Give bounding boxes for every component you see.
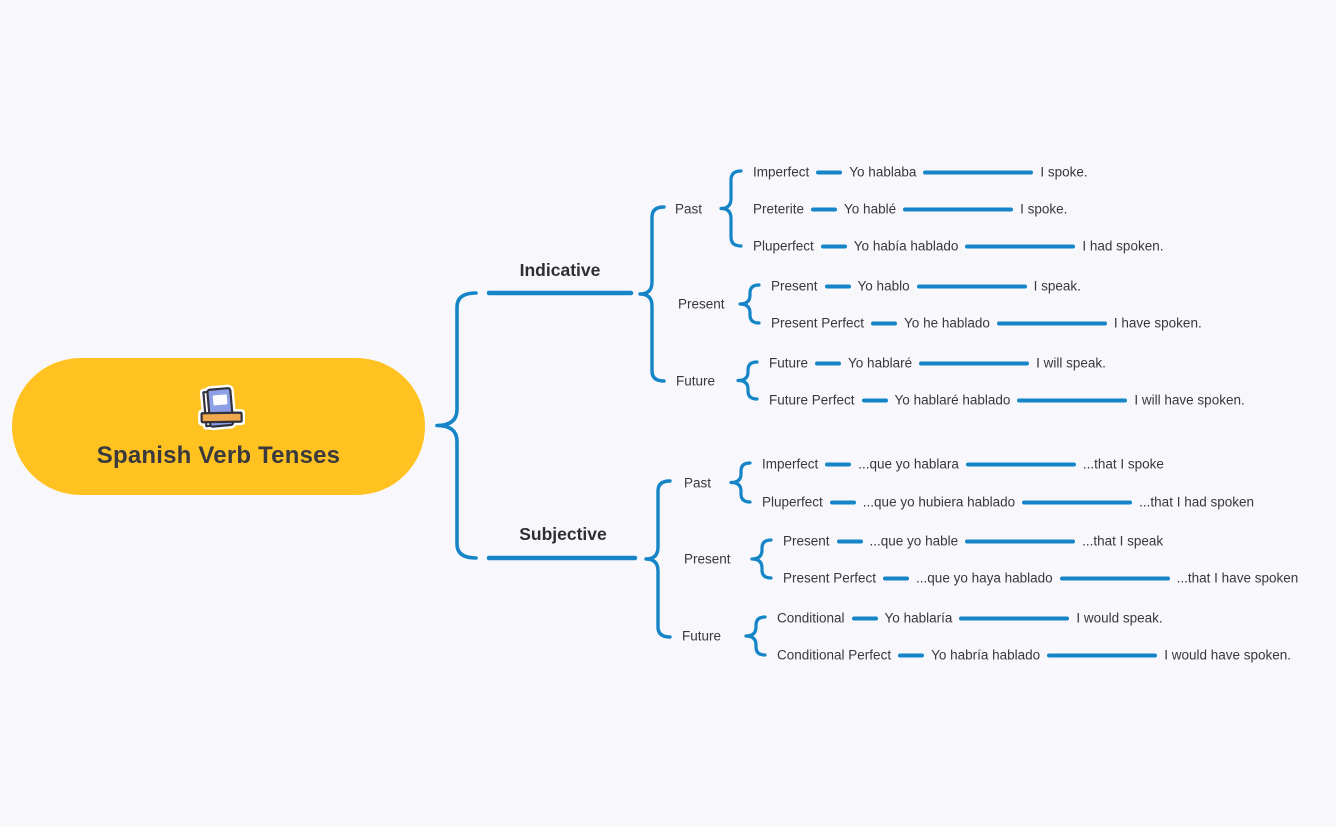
connector-long bbox=[923, 170, 1034, 174]
tense-label: Present Perfect bbox=[783, 570, 877, 586]
spanish-phrase: ...que yo hable bbox=[869, 533, 959, 549]
connector-short bbox=[861, 398, 888, 402]
tense-row-present-perfect-subjective[interactable]: Present Perfect ...que yo haya hablado .… bbox=[783, 571, 1298, 586]
spanish-phrase: Yo hablaré bbox=[848, 355, 913, 371]
tense-label: Pluperfect bbox=[753, 238, 814, 254]
english-translation: I will have spoken. bbox=[1134, 392, 1245, 408]
tense-row-present-subjective[interactable]: Present ...que yo hable ...that I speak bbox=[783, 534, 1163, 549]
connector-short bbox=[825, 462, 852, 466]
spanish-phrase: Yo había hablado bbox=[853, 238, 959, 254]
tense-row-imperfect-subjective[interactable]: Imperfect ...que yo hablara ...that I sp… bbox=[762, 457, 1164, 472]
english-translation: ...that I had spoken bbox=[1139, 494, 1255, 510]
connector-long bbox=[965, 244, 1076, 248]
english-translation: I would speak. bbox=[1076, 610, 1163, 626]
brace-indicative-past bbox=[719, 169, 743, 248]
brace-subjective-past bbox=[729, 461, 752, 504]
tense-row-preterite[interactable]: Preterite Yo hablé I spoke. bbox=[753, 202, 1067, 217]
connector-long bbox=[959, 616, 1070, 620]
brace-indicative-groups bbox=[638, 205, 666, 383]
tense-label: Imperfect bbox=[753, 164, 810, 180]
connector-short bbox=[851, 616, 878, 620]
connector-short bbox=[898, 653, 925, 657]
connector-short bbox=[871, 321, 898, 325]
tense-label: Present bbox=[783, 533, 830, 549]
tense-label: Conditional bbox=[777, 610, 845, 626]
connector-long bbox=[1022, 500, 1133, 504]
spanish-phrase: Yo hablaré hablado bbox=[894, 392, 1011, 408]
group-label-subjective-past[interactable]: Past bbox=[684, 475, 712, 490]
tense-row-pluperfect-indicative[interactable]: Pluperfect Yo había hablado I had spoken… bbox=[753, 239, 1163, 254]
english-translation: I would have spoken. bbox=[1164, 647, 1292, 663]
connector-long bbox=[919, 361, 1030, 365]
spanish-phrase: Yo hablo bbox=[857, 278, 910, 294]
english-translation: I had spoken. bbox=[1082, 238, 1164, 254]
brace-subjective-present bbox=[750, 538, 773, 580]
spanish-phrase: ...que yo haya hablado bbox=[916, 570, 1053, 586]
root-title: Spanish Verb Tenses bbox=[96, 441, 341, 469]
connector-long bbox=[996, 321, 1107, 325]
tense-label: Future bbox=[769, 355, 809, 371]
tense-label: Conditional Perfect bbox=[777, 647, 892, 663]
spanish-phrase: Yo hablé bbox=[844, 201, 897, 217]
english-translation: I will speak. bbox=[1036, 355, 1106, 371]
tense-label: Imperfect bbox=[762, 456, 819, 472]
group-label-subjective-future[interactable]: Future bbox=[682, 628, 722, 644]
branch-label-indicative[interactable]: Indicative bbox=[519, 260, 601, 280]
branch-label-subjective[interactable]: Subjective bbox=[519, 524, 607, 544]
english-translation: I spoke. bbox=[1040, 164, 1088, 180]
tense-label: Pluperfect bbox=[762, 494, 823, 510]
brace-indicative-present bbox=[738, 283, 761, 325]
group-label-indicative-present[interactable]: Present bbox=[678, 296, 725, 312]
spanish-phrase: Yo he hablado bbox=[904, 315, 990, 331]
group-label-subjective-present[interactable]: Present bbox=[684, 551, 731, 567]
spanish-phrase: Yo hablaría bbox=[884, 610, 953, 626]
connector-long bbox=[1017, 398, 1128, 402]
english-translation: I speak. bbox=[1033, 278, 1081, 294]
tense-label: Present Perfect bbox=[771, 315, 865, 331]
brace-subjective-groups bbox=[644, 479, 672, 639]
spanish-phrase: ...que yo hablara bbox=[858, 456, 959, 472]
connector-long bbox=[916, 284, 1027, 288]
english-translation: I spoke. bbox=[1020, 201, 1068, 217]
english-translation: ...that I speak bbox=[1082, 533, 1164, 549]
connector-short bbox=[816, 170, 843, 174]
tense-row-conditional[interactable]: Conditional Yo hablaría I would speak. bbox=[777, 611, 1163, 626]
english-translation: ...that I have spoken bbox=[1176, 570, 1299, 586]
english-translation: I have spoken. bbox=[1113, 315, 1202, 331]
brace-subjective-future bbox=[744, 615, 767, 657]
root-node[interactable]: Spanish Verb Tenses bbox=[12, 358, 425, 495]
connector-long bbox=[965, 539, 1076, 543]
tense-row-imperfect-indicative[interactable]: Imperfect Yo hablaba I spoke. bbox=[753, 165, 1088, 180]
tense-row-pluperfect-subjective[interactable]: Pluperfect ...que yo hubiera hablado ...… bbox=[762, 495, 1254, 510]
connector-short bbox=[811, 207, 838, 211]
tense-row-conditional-perfect[interactable]: Conditional Perfect Yo habría hablado I … bbox=[777, 648, 1291, 663]
connector-short bbox=[824, 284, 851, 288]
spanish-phrase: ...que yo hubiera hablado bbox=[862, 494, 1016, 510]
tense-label: Present bbox=[771, 278, 818, 294]
connector-short bbox=[829, 500, 856, 504]
book-icon bbox=[197, 384, 245, 430]
tense-row-future[interactable]: Future Yo hablaré I will speak. bbox=[769, 356, 1106, 371]
connector-short bbox=[820, 244, 847, 248]
group-label-indicative-past[interactable]: Past bbox=[675, 201, 703, 217]
connector-long bbox=[1047, 653, 1158, 657]
connector-long bbox=[1059, 576, 1170, 580]
spanish-phrase: Yo habría hablado bbox=[931, 647, 1041, 663]
tense-row-present-indicative[interactable]: Present Yo hablo I speak. bbox=[771, 279, 1081, 294]
tense-label: Future Perfect bbox=[769, 392, 855, 408]
english-translation: ...that I spoke bbox=[1082, 456, 1164, 472]
connector-long bbox=[903, 207, 1014, 211]
brace-root bbox=[435, 291, 478, 560]
tense-label: Preterite bbox=[753, 201, 805, 217]
tense-row-future-perfect[interactable]: Future Perfect Yo hablaré hablado I will… bbox=[769, 393, 1245, 408]
brace-indicative-future bbox=[736, 360, 759, 401]
connector-short bbox=[883, 576, 910, 580]
connector-short bbox=[815, 361, 842, 365]
connector-short bbox=[836, 539, 863, 543]
spanish-phrase: Yo hablaba bbox=[849, 164, 917, 180]
connector-long bbox=[965, 462, 1076, 466]
group-label-indicative-future[interactable]: Future bbox=[676, 373, 716, 388]
tense-row-present-perfect-indicative[interactable]: Present Perfect Yo he hablado I have spo… bbox=[771, 316, 1202, 331]
